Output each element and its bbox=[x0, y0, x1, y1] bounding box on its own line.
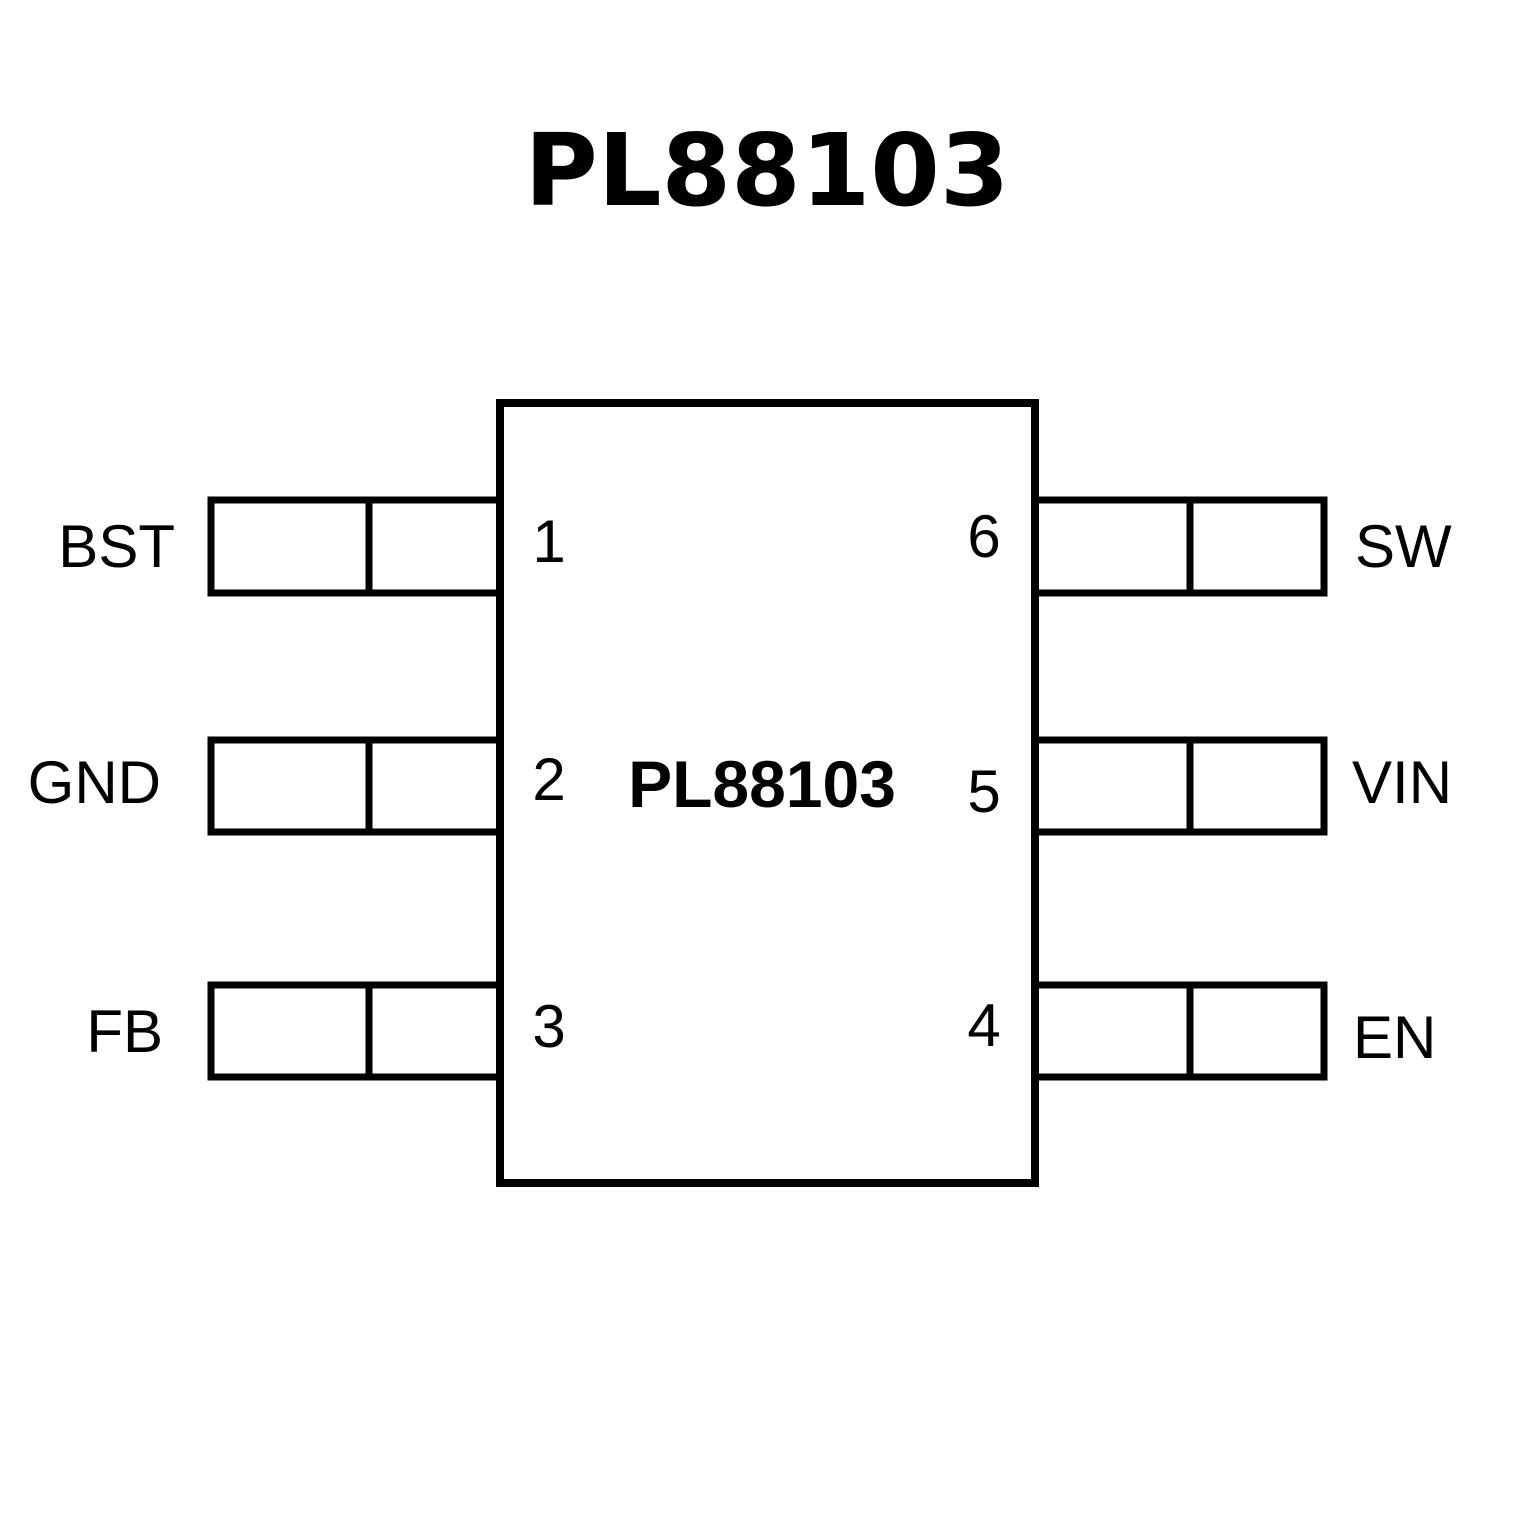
pin-3-name: FB bbox=[86, 998, 163, 1065]
pin-4-lead bbox=[1031, 981, 1328, 1081]
pin-4-group: EN 4 bbox=[967, 981, 1436, 1081]
pin-2-name: GND bbox=[28, 749, 161, 816]
pin-4-number: 4 bbox=[967, 992, 1000, 1059]
chip-label: PL88103 bbox=[628, 747, 896, 821]
pin-6-number: 6 bbox=[967, 503, 1000, 570]
pin-5-number: 5 bbox=[967, 758, 1000, 825]
pin-1-lead bbox=[207, 496, 504, 597]
pin-2-lead bbox=[207, 736, 504, 836]
pin-6-lead bbox=[1031, 496, 1328, 597]
pin-1-group: BST 1 bbox=[58, 496, 566, 597]
pin-3-group: FB 3 bbox=[86, 981, 566, 1081]
pin-2-number: 2 bbox=[532, 746, 565, 813]
pin-5-lead bbox=[1031, 736, 1328, 836]
pin-6-name: SW bbox=[1355, 513, 1452, 580]
diagram-title: PL88103 bbox=[525, 112, 1010, 229]
pin-1-name: BST bbox=[58, 513, 175, 580]
pin-3-lead bbox=[207, 981, 504, 1081]
pin-5-group: VIN 5 bbox=[967, 736, 1452, 836]
pin-2-group: GND 2 bbox=[28, 736, 566, 836]
pin-1-number: 1 bbox=[532, 508, 565, 575]
pin-3-number: 3 bbox=[532, 993, 565, 1060]
pin-6-group: SW 6 bbox=[967, 496, 1452, 597]
pin-5-name: VIN bbox=[1352, 749, 1452, 816]
pin-4-name: EN bbox=[1353, 1004, 1436, 1071]
